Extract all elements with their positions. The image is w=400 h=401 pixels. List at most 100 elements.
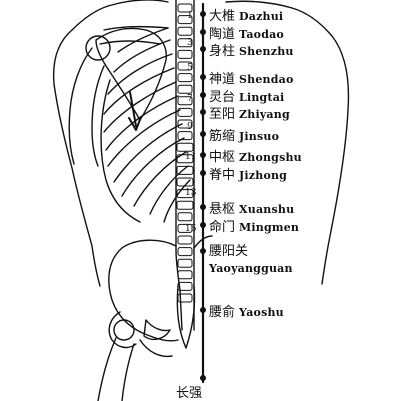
shoulder-line-left bbox=[107, 0, 169, 7]
acupoint-dot bbox=[200, 109, 206, 115]
vertebra-number: 11 bbox=[185, 152, 197, 162]
acupoint-dot bbox=[200, 204, 206, 210]
rib-9 bbox=[121, 137, 185, 197]
rib-10 bbox=[133, 151, 187, 207]
acupoint-dot bbox=[200, 11, 206, 17]
acupoint-dot bbox=[200, 46, 206, 52]
point-cn: 悬枢 bbox=[209, 202, 236, 217]
point-xuanshu: 悬枢 Xuanshu bbox=[209, 201, 294, 217]
vertebra bbox=[176, 154, 194, 164]
rib-11 bbox=[149, 165, 189, 215]
acupoint-dot bbox=[200, 170, 206, 176]
pelvis-iliac-left bbox=[108, 239, 179, 342]
point-shenzhu: 身柱 Shenzhu bbox=[209, 43, 294, 59]
vertebra bbox=[176, 165, 194, 175]
point-zhongshu: 中枢 Zhongshu bbox=[209, 149, 302, 165]
acupoint-dot bbox=[200, 222, 206, 228]
vertebra bbox=[177, 84, 193, 94]
point-cn: 脊中 bbox=[209, 168, 236, 183]
vertebra bbox=[177, 3, 193, 13]
humerus-left-outer bbox=[68, 47, 93, 165]
point-cn: 长强 bbox=[176, 386, 203, 401]
point-py: Mingmen bbox=[239, 221, 300, 234]
acupoint-dot bbox=[200, 74, 206, 80]
point-py: Shenzhu bbox=[239, 45, 294, 58]
vertebra bbox=[177, 270, 193, 280]
point-cn: 腰阳关 bbox=[209, 244, 249, 259]
point-cn: 陶道 bbox=[209, 27, 236, 42]
acupoint-dot bbox=[200, 131, 206, 137]
vertebra bbox=[177, 247, 193, 257]
vertebra-number: 9 bbox=[187, 122, 193, 132]
point-shendao: 神道 Shendao bbox=[209, 71, 294, 87]
point-dazhui: 大椎 Dazhui bbox=[209, 8, 283, 24]
vertebra-number: 7 bbox=[187, 94, 193, 104]
vertebra bbox=[177, 258, 193, 268]
rib-8 bbox=[113, 123, 183, 183]
point-py: Dazhui bbox=[239, 10, 284, 23]
spine-left-edge bbox=[175, 0, 183, 331]
torso-outline-left bbox=[52, 5, 109, 287]
vertebra bbox=[177, 26, 193, 36]
vertebra bbox=[177, 235, 193, 245]
point-changqiang: 长强 bbox=[176, 385, 202, 401]
vertebra-number: 3 bbox=[187, 38, 193, 48]
sacrum bbox=[176, 285, 196, 349]
point-jizhong: 脊中 Jizhong bbox=[209, 167, 287, 183]
rib-1 bbox=[117, 27, 169, 53]
rib-4 bbox=[103, 67, 175, 115]
acupoint-dot bbox=[200, 248, 206, 254]
point-py: Shendao bbox=[239, 73, 294, 86]
ischium-left bbox=[139, 339, 173, 358]
vertebra bbox=[177, 96, 193, 106]
point-cn: 灵台 bbox=[209, 90, 236, 105]
point-cn: 中枢 bbox=[209, 150, 236, 165]
clavicle-left bbox=[103, 25, 169, 31]
femoral-head-left bbox=[113, 319, 135, 341]
acupoint-dot bbox=[200, 307, 206, 313]
point-jinsuo: 筋缩 Jinsuo bbox=[209, 128, 279, 144]
point-taodao: 陶道 Taodao bbox=[209, 26, 284, 42]
vertebra-number: 1 bbox=[187, 11, 193, 21]
vertebra-number: 5 bbox=[187, 63, 193, 73]
vertebra bbox=[177, 38, 193, 48]
point-cn: 筋缩 bbox=[209, 129, 236, 144]
acupoint-dot bbox=[200, 29, 206, 35]
vertebra bbox=[176, 177, 194, 187]
vertebra-number: 15 bbox=[185, 224, 197, 234]
vertebra bbox=[177, 119, 193, 129]
point-cn: 神道 bbox=[209, 72, 236, 87]
point-py: Lingtai bbox=[239, 91, 285, 104]
vertebra-number: 13 bbox=[185, 188, 197, 198]
vertebra bbox=[177, 107, 193, 117]
vertebra bbox=[177, 15, 193, 25]
rib-7 bbox=[107, 109, 181, 167]
torso-outline-right bbox=[291, 7, 350, 285]
acupoint-dot bbox=[200, 375, 206, 381]
vertebra bbox=[177, 49, 193, 59]
vertebra bbox=[177, 212, 193, 222]
point-cn: 大椎 bbox=[209, 9, 236, 24]
acupoint-marks bbox=[176, 3, 206, 381]
rib-3 bbox=[107, 53, 173, 95]
point-cn: 身柱 bbox=[209, 44, 236, 59]
rib-6 bbox=[105, 95, 179, 151]
point-py: Yaoyangguan bbox=[209, 262, 293, 275]
ribcage-lateral bbox=[100, 79, 141, 223]
point-py: Zhongshu bbox=[239, 151, 302, 164]
point-cn: 腰俞 bbox=[209, 305, 236, 320]
point-py: Taodao bbox=[239, 28, 284, 41]
femur-left bbox=[97, 337, 117, 401]
arrow-shaft bbox=[129, 91, 137, 127]
shoulder-line-right bbox=[225, 0, 293, 9]
point-py: Jizhong bbox=[239, 169, 288, 182]
vertebra bbox=[177, 281, 193, 291]
acupoint-dot bbox=[200, 152, 206, 158]
obturator-left bbox=[143, 319, 171, 341]
arrow-head bbox=[128, 116, 142, 131]
scapula-spine-left bbox=[99, 40, 161, 45]
femur-left-inner bbox=[121, 343, 135, 401]
point-yaoyangguan: 腰阳关 Yaoyangguan bbox=[209, 245, 293, 274]
rib-5 bbox=[103, 81, 177, 133]
point-py: Jinsuo bbox=[239, 130, 280, 143]
